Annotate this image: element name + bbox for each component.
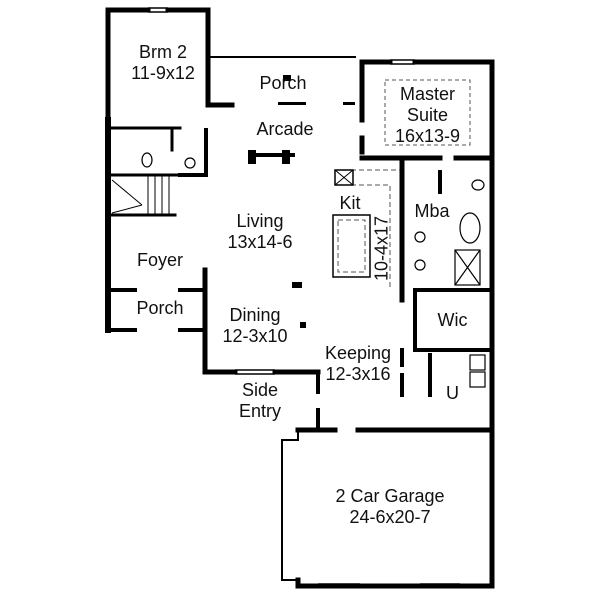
room-label-utility: U <box>440 383 465 404</box>
room-label-keeping: Keeping 12-3x16 <box>318 343 398 385</box>
columns <box>248 75 355 328</box>
room-name: Wic <box>437 310 468 330</box>
room-name-line1: Side <box>241 380 279 400</box>
stairs <box>111 175 170 215</box>
room-name: Foyer <box>136 250 183 270</box>
room-dims: 24-6x20-7 <box>349 507 431 527</box>
room-label-mba: Mba <box>412 201 452 222</box>
room-label-garage: 2 Car Garage 24-6x20-7 <box>320 486 460 528</box>
room-label-porch-front: Porch <box>125 298 195 319</box>
room-name: Arcade <box>256 119 314 139</box>
room-label-kit: Kit <box>330 193 370 214</box>
room-name-line2: Entry <box>238 401 281 421</box>
room-name: Porch <box>259 73 307 93</box>
room-name: Kit <box>339 193 361 213</box>
room-name: Living <box>236 211 284 231</box>
room-label-wic: Wic <box>425 310 480 331</box>
room-name: Brm 2 <box>138 42 187 62</box>
room-name-line2: Suite <box>406 105 449 125</box>
room-dims: 13x14-6 <box>227 232 293 252</box>
room-dims: 16x13-9 <box>394 126 461 146</box>
room-name: Porch <box>136 298 184 318</box>
room-label-dining: Dining 12-3x10 <box>210 305 300 347</box>
room-label-living: Living 13x14-6 <box>220 211 300 253</box>
windows <box>148 7 460 585</box>
fixtures <box>141 152 486 388</box>
master-tray-ceiling <box>384 79 471 146</box>
room-label-master-suite: Master Suite 16x13-9 <box>385 84 470 147</box>
room-label-brm2: Brm 2 11-9x12 <box>118 42 208 84</box>
room-label-arcade: Arcade <box>240 119 330 140</box>
room-name-line1: Master <box>399 84 455 104</box>
room-label-foyer: Foyer <box>125 250 195 271</box>
room-label-porch-top: Porch <box>248 73 318 94</box>
room-dims-kit: 10-4x17 <box>372 209 393 289</box>
room-dims: 12-3x10 <box>222 326 288 346</box>
room-name: U <box>446 383 459 403</box>
room-dims: 10-4x17 <box>371 215 392 282</box>
room-label-side-entry: Side Entry <box>230 380 290 422</box>
room-name: 2 Car Garage <box>335 486 445 506</box>
walls <box>105 7 495 589</box>
room-dims: 12-3x16 <box>325 364 391 384</box>
room-name: Dining <box>229 305 281 325</box>
room-name: Keeping <box>324 343 392 363</box>
kitchen-island <box>332 214 371 278</box>
room-dims: 11-9x12 <box>131 63 195 83</box>
room-name: Mba <box>414 201 450 221</box>
